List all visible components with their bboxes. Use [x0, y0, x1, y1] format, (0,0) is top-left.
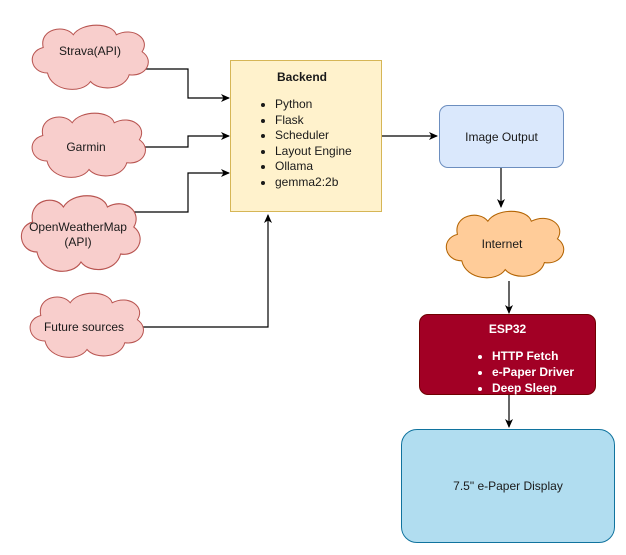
image-output-label: Image Output [465, 129, 538, 144]
source-label-garmin: Garmin [66, 140, 106, 154]
backend-component-item: gemma2:2b [275, 175, 381, 191]
backend-component-item: Flask [275, 113, 381, 129]
backend-component-item: Ollama [275, 159, 381, 175]
backend-title: Backend [276, 70, 328, 84]
edge-owm-backend [133, 169, 230, 213]
backend-component-item: Layout Engine [275, 144, 381, 160]
edge-future-backend [133, 214, 272, 328]
esp32-box[interactable]: ESP32 HTTP Fetche-Paper DriverDeep Sleep [419, 314, 596, 395]
edge-strava-backend [142, 68, 230, 102]
display-label: 7.5" e-Paper Display [453, 479, 563, 493]
esp32-function-item: Deep Sleep [492, 380, 595, 396]
source-label-openweathermap: OpenWeatherMap (API) [18, 220, 138, 250]
backend-component-item: Scheduler [275, 128, 381, 144]
source-label-strava: Strava(API) [58, 44, 121, 58]
owm-line1: OpenWeatherMap [29, 220, 127, 234]
esp32-function-item: HTTP Fetch [492, 348, 595, 364]
image-output-box[interactable]: Image Output [439, 105, 564, 168]
esp32-components-list: HTTP Fetche-Paper DriverDeep Sleep [476, 348, 595, 396]
epaper-display-box[interactable]: 7.5" e-Paper Display [401, 429, 615, 543]
backend-components-list: PythonFlaskSchedulerLayout EngineOllamag… [259, 97, 381, 190]
esp32-function-item: e-Paper Driver [492, 364, 595, 380]
source-label-future: Future sources [43, 320, 125, 334]
backend-box[interactable]: Backend PythonFlaskSchedulerLayout Engin… [230, 60, 382, 212]
esp32-title: ESP32 [488, 322, 527, 336]
backend-component-item: Python [275, 97, 381, 113]
edge-garmin-backend [136, 132, 230, 148]
owm-line2: (API) [64, 235, 92, 249]
internet-label: Internet [481, 237, 523, 251]
